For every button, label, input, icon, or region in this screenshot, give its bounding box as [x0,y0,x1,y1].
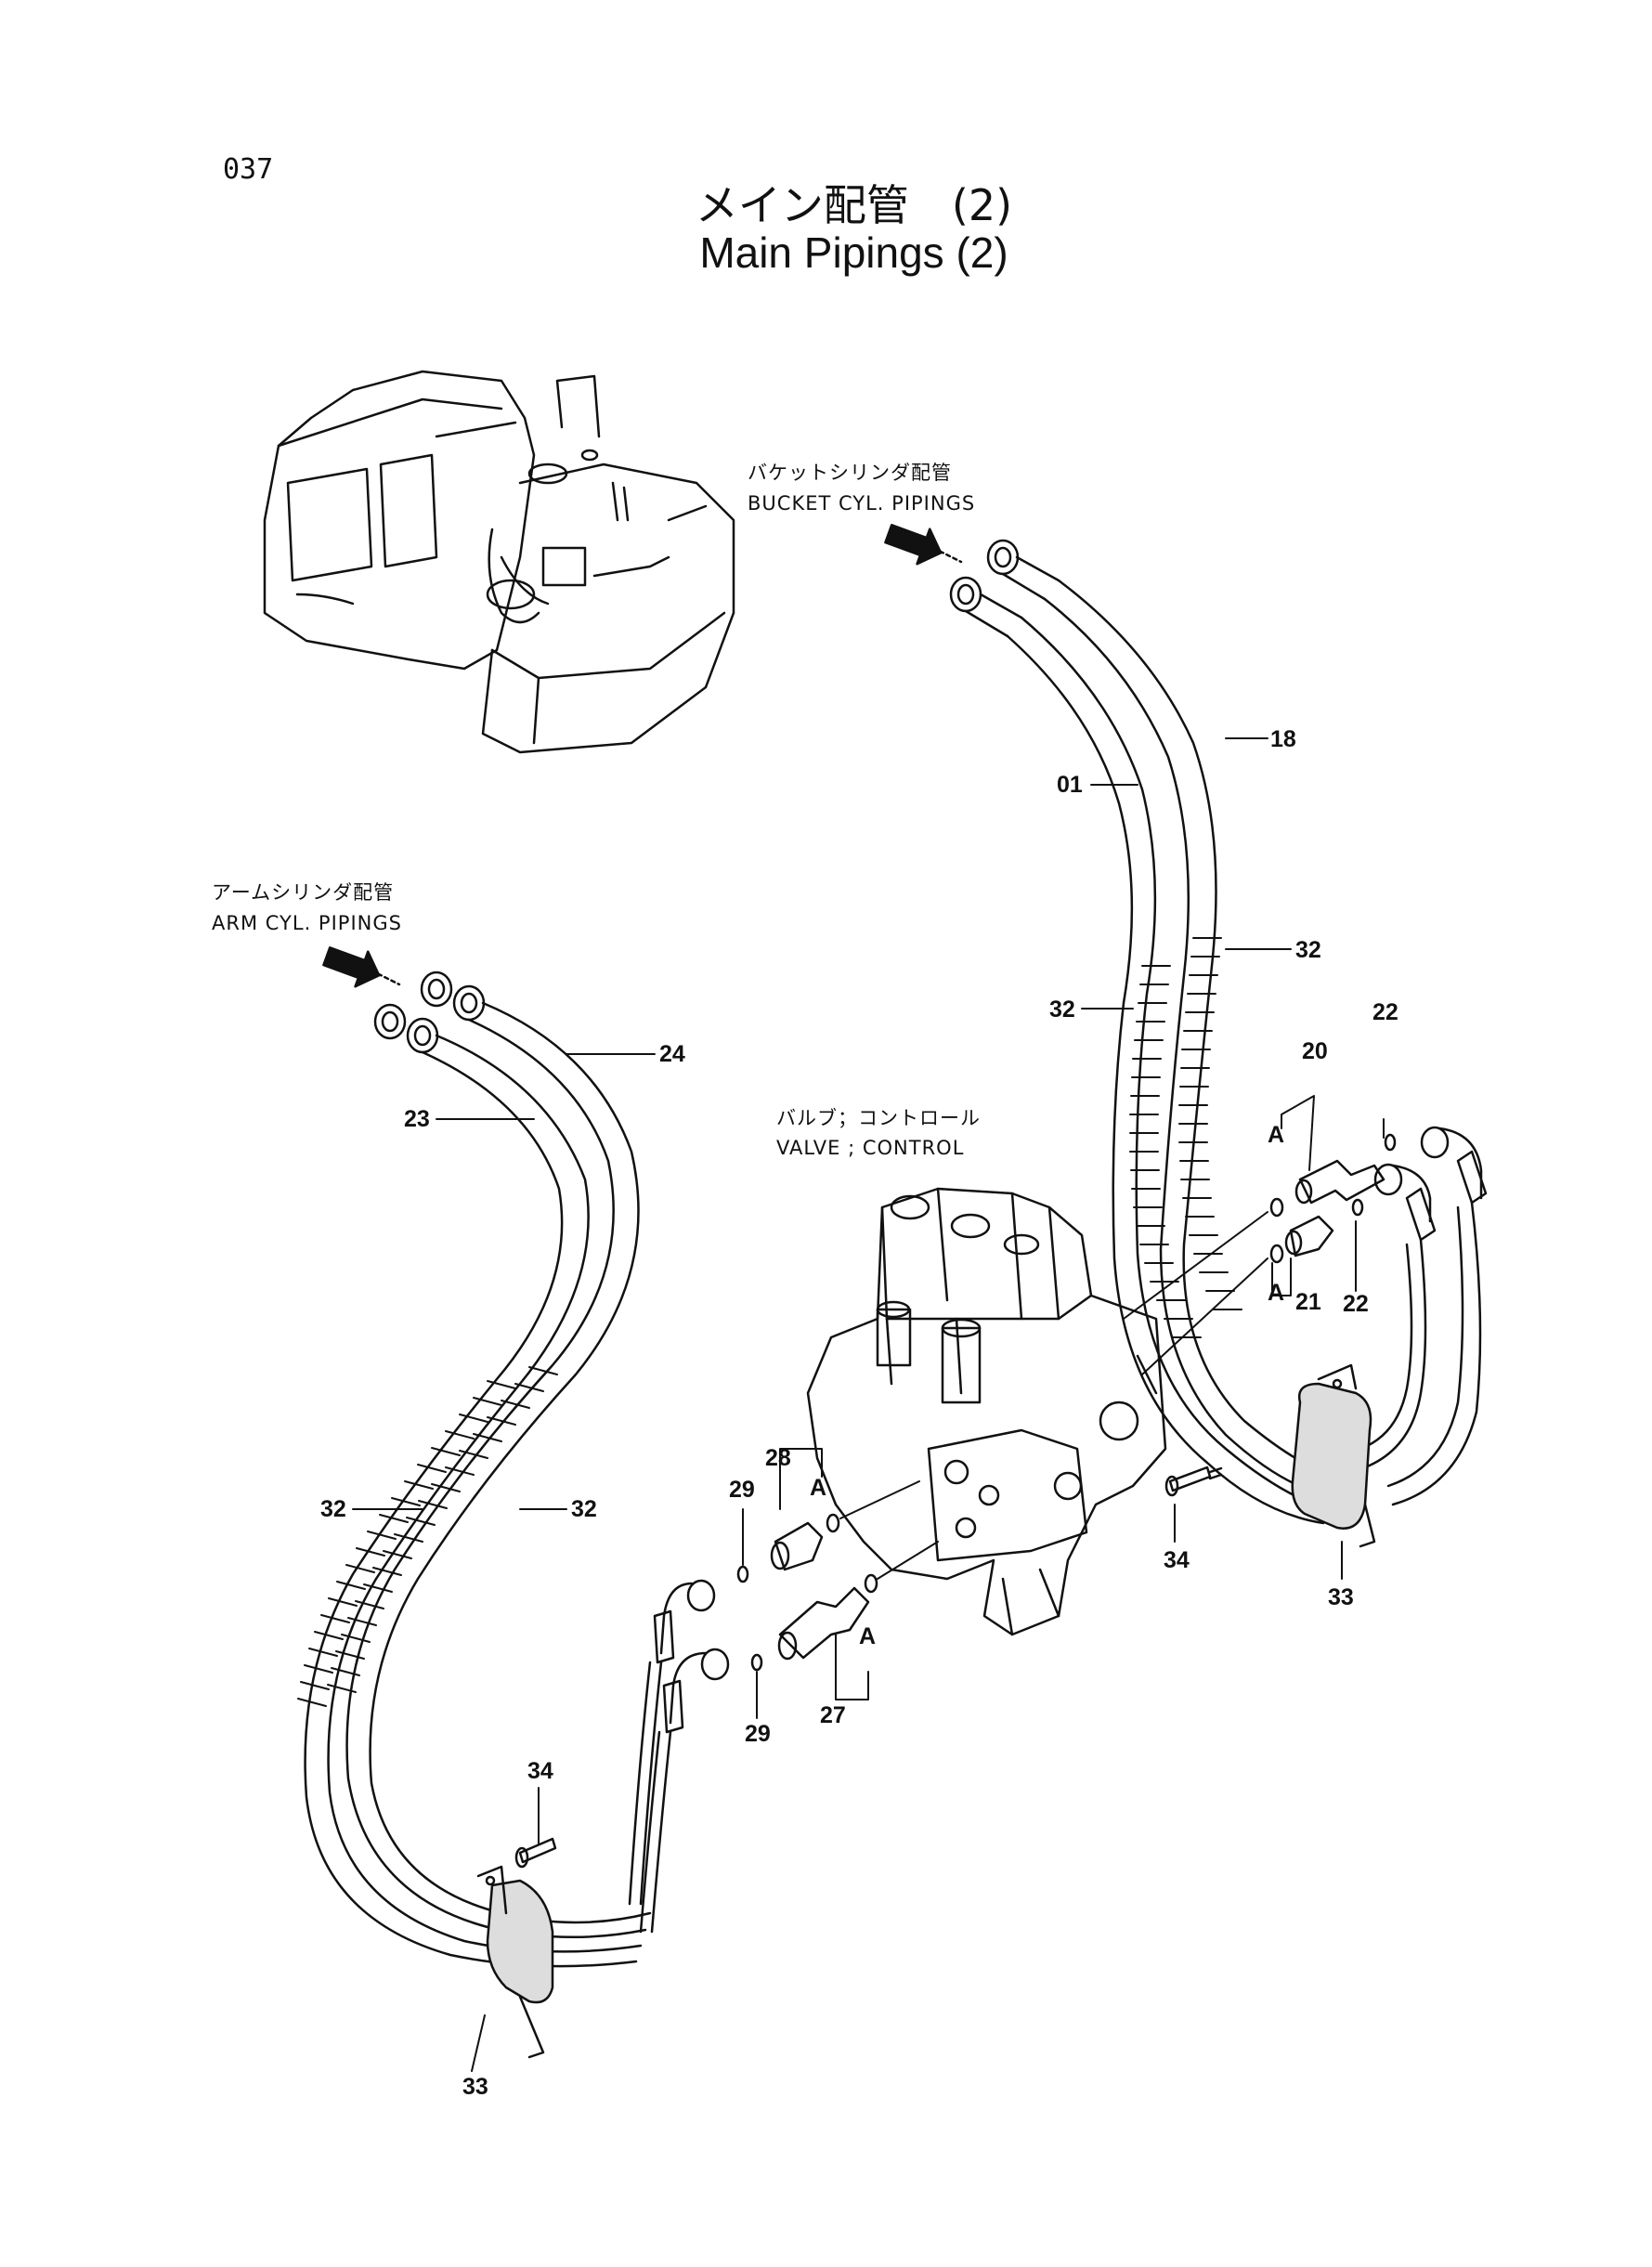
valve-label-en: VALVE ; CONTROL [776,1137,965,1159]
o-ring-29-1 [736,1565,749,1583]
callout-22-bottom: 22 [1343,1291,1369,1317]
callout-a-2: A [1268,1280,1284,1306]
bucket-label-jp: バケットシリンダ配管 [748,462,952,484]
page-title-japanese: メイン配管 (2) [695,180,1013,230]
callout-34-left: 34 [527,1758,553,1784]
bucket-arrow [884,524,943,566]
o-ring-a-1 [1269,1197,1284,1218]
valve-label-jp: バルブ；コントロール [776,1107,981,1129]
bolt-34-left [514,1837,557,1869]
o-ring-22-1 [1384,1133,1397,1152]
callout-22-top: 22 [1372,999,1398,1025]
callout-18: 18 [1270,726,1296,752]
callout-a-3: A [810,1475,826,1501]
callout-32-lower-right: 32 [571,1496,597,1522]
adapter-21 [1284,1215,1334,1257]
callout-23: 23 [404,1106,430,1132]
callout-27: 27 [820,1702,846,1728]
bucket-hose-18 [1043,579,1339,1497]
arm-label-en: ARM CYL. PIPINGS [212,912,402,934]
arm-hose-fittings [373,971,486,1054]
control-valve [806,1187,1167,1636]
adapter-20 [1294,1159,1385,1205]
callout-24: 24 [659,1041,685,1067]
adapter-28 [770,1521,824,1571]
right-elbow-hoses [1359,1126,1488,1506]
arm-arrow [322,946,381,988]
arm-hose-24 [345,1001,652,1939]
callout-01: 01 [1057,772,1083,798]
callout-32-upper-right: 32 [1295,937,1321,963]
callout-28: 28 [765,1445,791,1471]
adapter-27 [777,1586,870,1661]
callout-21: 21 [1295,1289,1321,1315]
bucket-spiral-guards [1129,937,1242,1338]
o-ring-a-4 [864,1573,878,1594]
bolt-34-right [1164,1466,1223,1497]
o-ring-29-2 [750,1653,763,1672]
callout-32-upper-left: 32 [1049,997,1075,1023]
callout-20: 20 [1302,1038,1328,1064]
callout-29-bottom: 29 [745,1721,771,1747]
bucket-label-en: BUCKET CYL. PIPINGS [748,492,976,515]
arm-label-jp: アームシリンダ配管 [212,881,395,904]
excavator-overview-drawing [263,370,735,754]
callout-a-1: A [1268,1122,1284,1148]
callout-34-right: 34 [1164,1547,1190,1573]
page-title-english: Main Pipings (2) [699,228,1008,277]
arm-spiral-guards [297,1366,558,1707]
o-ring-a-2 [1269,1244,1284,1264]
o-ring-22-2 [1351,1198,1364,1217]
bucket-hose-fittings [949,539,1060,638]
hose-clamp-33-left [476,1865,554,2059]
callout-33-left: 33 [462,2074,488,2100]
leader-lines [352,737,1385,2072]
hose-clamp-33-right [1291,1363,1376,1548]
callout-32-lower-left: 32 [320,1496,346,1522]
callout-29-top: 29 [729,1477,755,1503]
page-number: 037 [223,153,274,186]
arm-hose-23 [304,1034,643,1968]
o-ring-a-3 [826,1513,840,1533]
lower-left-elbow-hoses [628,1579,730,1934]
callout-33-right: 33 [1328,1584,1354,1610]
callout-a-4: A [859,1623,876,1649]
